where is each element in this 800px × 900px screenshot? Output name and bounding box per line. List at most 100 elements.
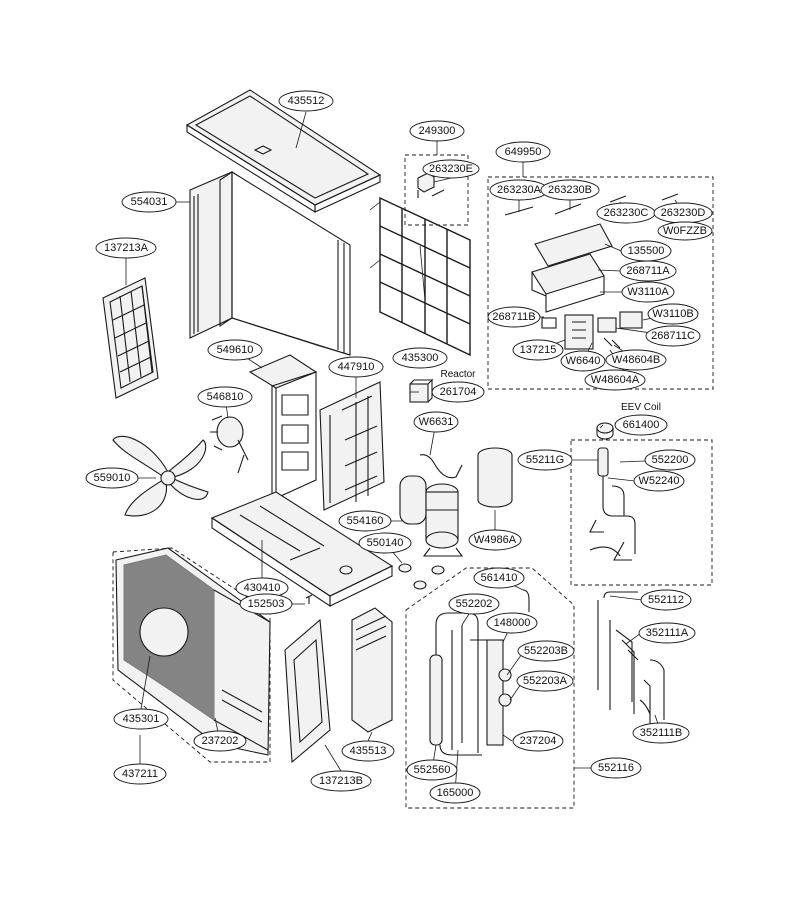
partition-part [319, 381, 385, 511]
svg-text:550140: 550140 [367, 537, 404, 549]
screw-part [305, 594, 313, 604]
callout-552200[interactable]: 552200 [644, 449, 696, 471]
callout-437211[interactable]: 437211 [113, 763, 167, 785]
base-pan-part [210, 491, 394, 608]
callout-554160[interactable]: 554160 [338, 510, 392, 532]
callout-552203b[interactable]: 552203B [517, 640, 575, 662]
callout-263230c[interactable]: 263230C [596, 202, 656, 224]
reactor-part [409, 378, 434, 403]
callout-w48604b[interactable]: W48604B [605, 349, 667, 371]
callout-w0fzzb[interactable]: W0FZZB [657, 221, 713, 241]
svg-text:W52240: W52240 [639, 475, 680, 487]
callout-263230e[interactable]: 263230E [422, 159, 480, 179]
svg-text:263230D: 263230D [661, 207, 706, 219]
callout-435512[interactable]: 435512 [278, 90, 334, 112]
callout-552203a[interactable]: 552203A [516, 670, 574, 692]
callout-w6640[interactable]: W6640 [560, 350, 606, 372]
callout-435300[interactable]: 435300 [392, 347, 448, 369]
svg-text:W3110B: W3110B [652, 308, 693, 320]
callout-135500[interactable]: 135500 [620, 240, 672, 262]
svg-text:649950: 649950 [505, 146, 542, 158]
svg-text:437211: 437211 [122, 768, 158, 780]
svg-text:435301: 435301 [123, 713, 160, 725]
svg-text:552203B: 552203B [524, 645, 568, 657]
svg-text:552560: 552560 [414, 764, 451, 776]
callout-268711c[interactable]: 268711C [645, 325, 701, 347]
callout-268711a[interactable]: 268711A [619, 260, 677, 282]
reactor-note: Reactor [440, 369, 476, 380]
callout-263230b[interactable]: 263230B [540, 179, 600, 201]
svg-text:148000: 148000 [494, 617, 531, 629]
svg-text:352111A: 352111A [646, 627, 689, 639]
part-drawings [102, 89, 679, 764]
callout-55211g[interactable]: 55211G [517, 449, 573, 471]
callout-137213b[interactable]: 137213B [310, 770, 372, 792]
callout-w3110a[interactable]: W3110A [621, 281, 675, 303]
callout-165000[interactable]: 165000 [429, 782, 481, 804]
callout-137215[interactable]: 137215 [512, 339, 564, 361]
compressor-part [399, 475, 464, 557]
reactor-assembly-parts [417, 172, 445, 198]
pcb-assembly-parts [504, 193, 679, 350]
fan-blade-part [112, 435, 209, 517]
svg-text:W3110A: W3110A [627, 286, 669, 298]
svg-text:552112: 552112 [648, 594, 684, 606]
svg-text:268711A: 268711A [626, 265, 670, 277]
callout-430410[interactable]: 430410 [235, 577, 289, 599]
svg-text:W6631: W6631 [419, 416, 454, 428]
callout-352111b[interactable]: 352111B [632, 722, 690, 744]
svg-text:552116: 552116 [598, 762, 634, 774]
callout-435301[interactable]: 435301 [113, 708, 169, 730]
svg-text:549610: 549610 [217, 344, 254, 356]
callout-561410[interactable]: 561410 [473, 567, 525, 589]
callout-352111a[interactable]: 352111A [638, 622, 696, 644]
callout-552112[interactable]: 552112 [640, 589, 692, 611]
svg-text:559010: 559010 [94, 472, 131, 484]
callout-559010[interactable]: 559010 [85, 467, 139, 489]
callout-w48604a[interactable]: W48604A [584, 369, 646, 391]
callout-435513[interactable]: 435513 [341, 740, 395, 762]
callout-268711b[interactable]: 268711B [487, 306, 541, 328]
callout-549610[interactable]: 549610 [207, 339, 263, 361]
control-cover-part [351, 607, 393, 733]
callout-261704[interactable]: 261704 [431, 381, 485, 403]
callout-552116[interactable]: 552116 [590, 757, 642, 779]
callout-249300[interactable]: 249300 [409, 120, 465, 142]
callout-447910[interactable]: 447910 [328, 356, 384, 378]
callout-263230d[interactable]: 263230D [653, 202, 713, 224]
svg-text:261704: 261704 [440, 386, 477, 398]
callout-661400[interactable]: 661400 [614, 414, 668, 436]
callout-137213a[interactable]: 137213A [95, 237, 157, 259]
callout-w3110b[interactable]: W3110B [647, 303, 699, 325]
callout-w52240[interactable]: W52240 [633, 470, 685, 492]
svg-text:552202: 552202 [456, 598, 493, 610]
callout-263230a[interactable]: 263230A [489, 179, 549, 201]
callout-554031[interactable]: 554031 [121, 191, 177, 213]
callout-152503[interactable]: 152503 [239, 593, 293, 615]
callout-546810[interactable]: 546810 [197, 386, 253, 408]
callout-550140[interactable]: 550140 [358, 532, 412, 554]
callout-237202[interactable]: 237202 [193, 730, 247, 752]
svg-text:268711C: 268711C [651, 330, 695, 342]
callout-649950[interactable]: 649950 [495, 141, 551, 163]
callout-148000[interactable]: 148000 [486, 612, 538, 634]
svg-text:W0FZZB: W0FZZB [663, 225, 707, 237]
svg-text:430410: 430410 [244, 582, 281, 594]
callout-w4986a[interactable]: W4986A [468, 529, 522, 551]
callout-237204[interactable]: 237204 [512, 730, 564, 752]
group-boxes [112, 154, 714, 809]
callout-552560[interactable]: 552560 [406, 759, 458, 781]
svg-text:W4986A: W4986A [474, 534, 517, 546]
side-grille-part [284, 618, 331, 764]
svg-text:137215: 137215 [520, 344, 557, 356]
svg-text:263230E: 263230E [429, 163, 473, 175]
svg-text:165000: 165000 [437, 787, 474, 799]
svg-text:249300: 249300 [419, 125, 456, 137]
callout-w6631[interactable]: W6631 [413, 411, 459, 433]
svg-text:447910: 447910 [338, 361, 375, 373]
callout-552202[interactable]: 552202 [448, 593, 500, 615]
top-cover-part [185, 89, 382, 213]
compressor-mount-parts [398, 563, 445, 590]
svg-text:55211G: 55211G [526, 454, 564, 466]
